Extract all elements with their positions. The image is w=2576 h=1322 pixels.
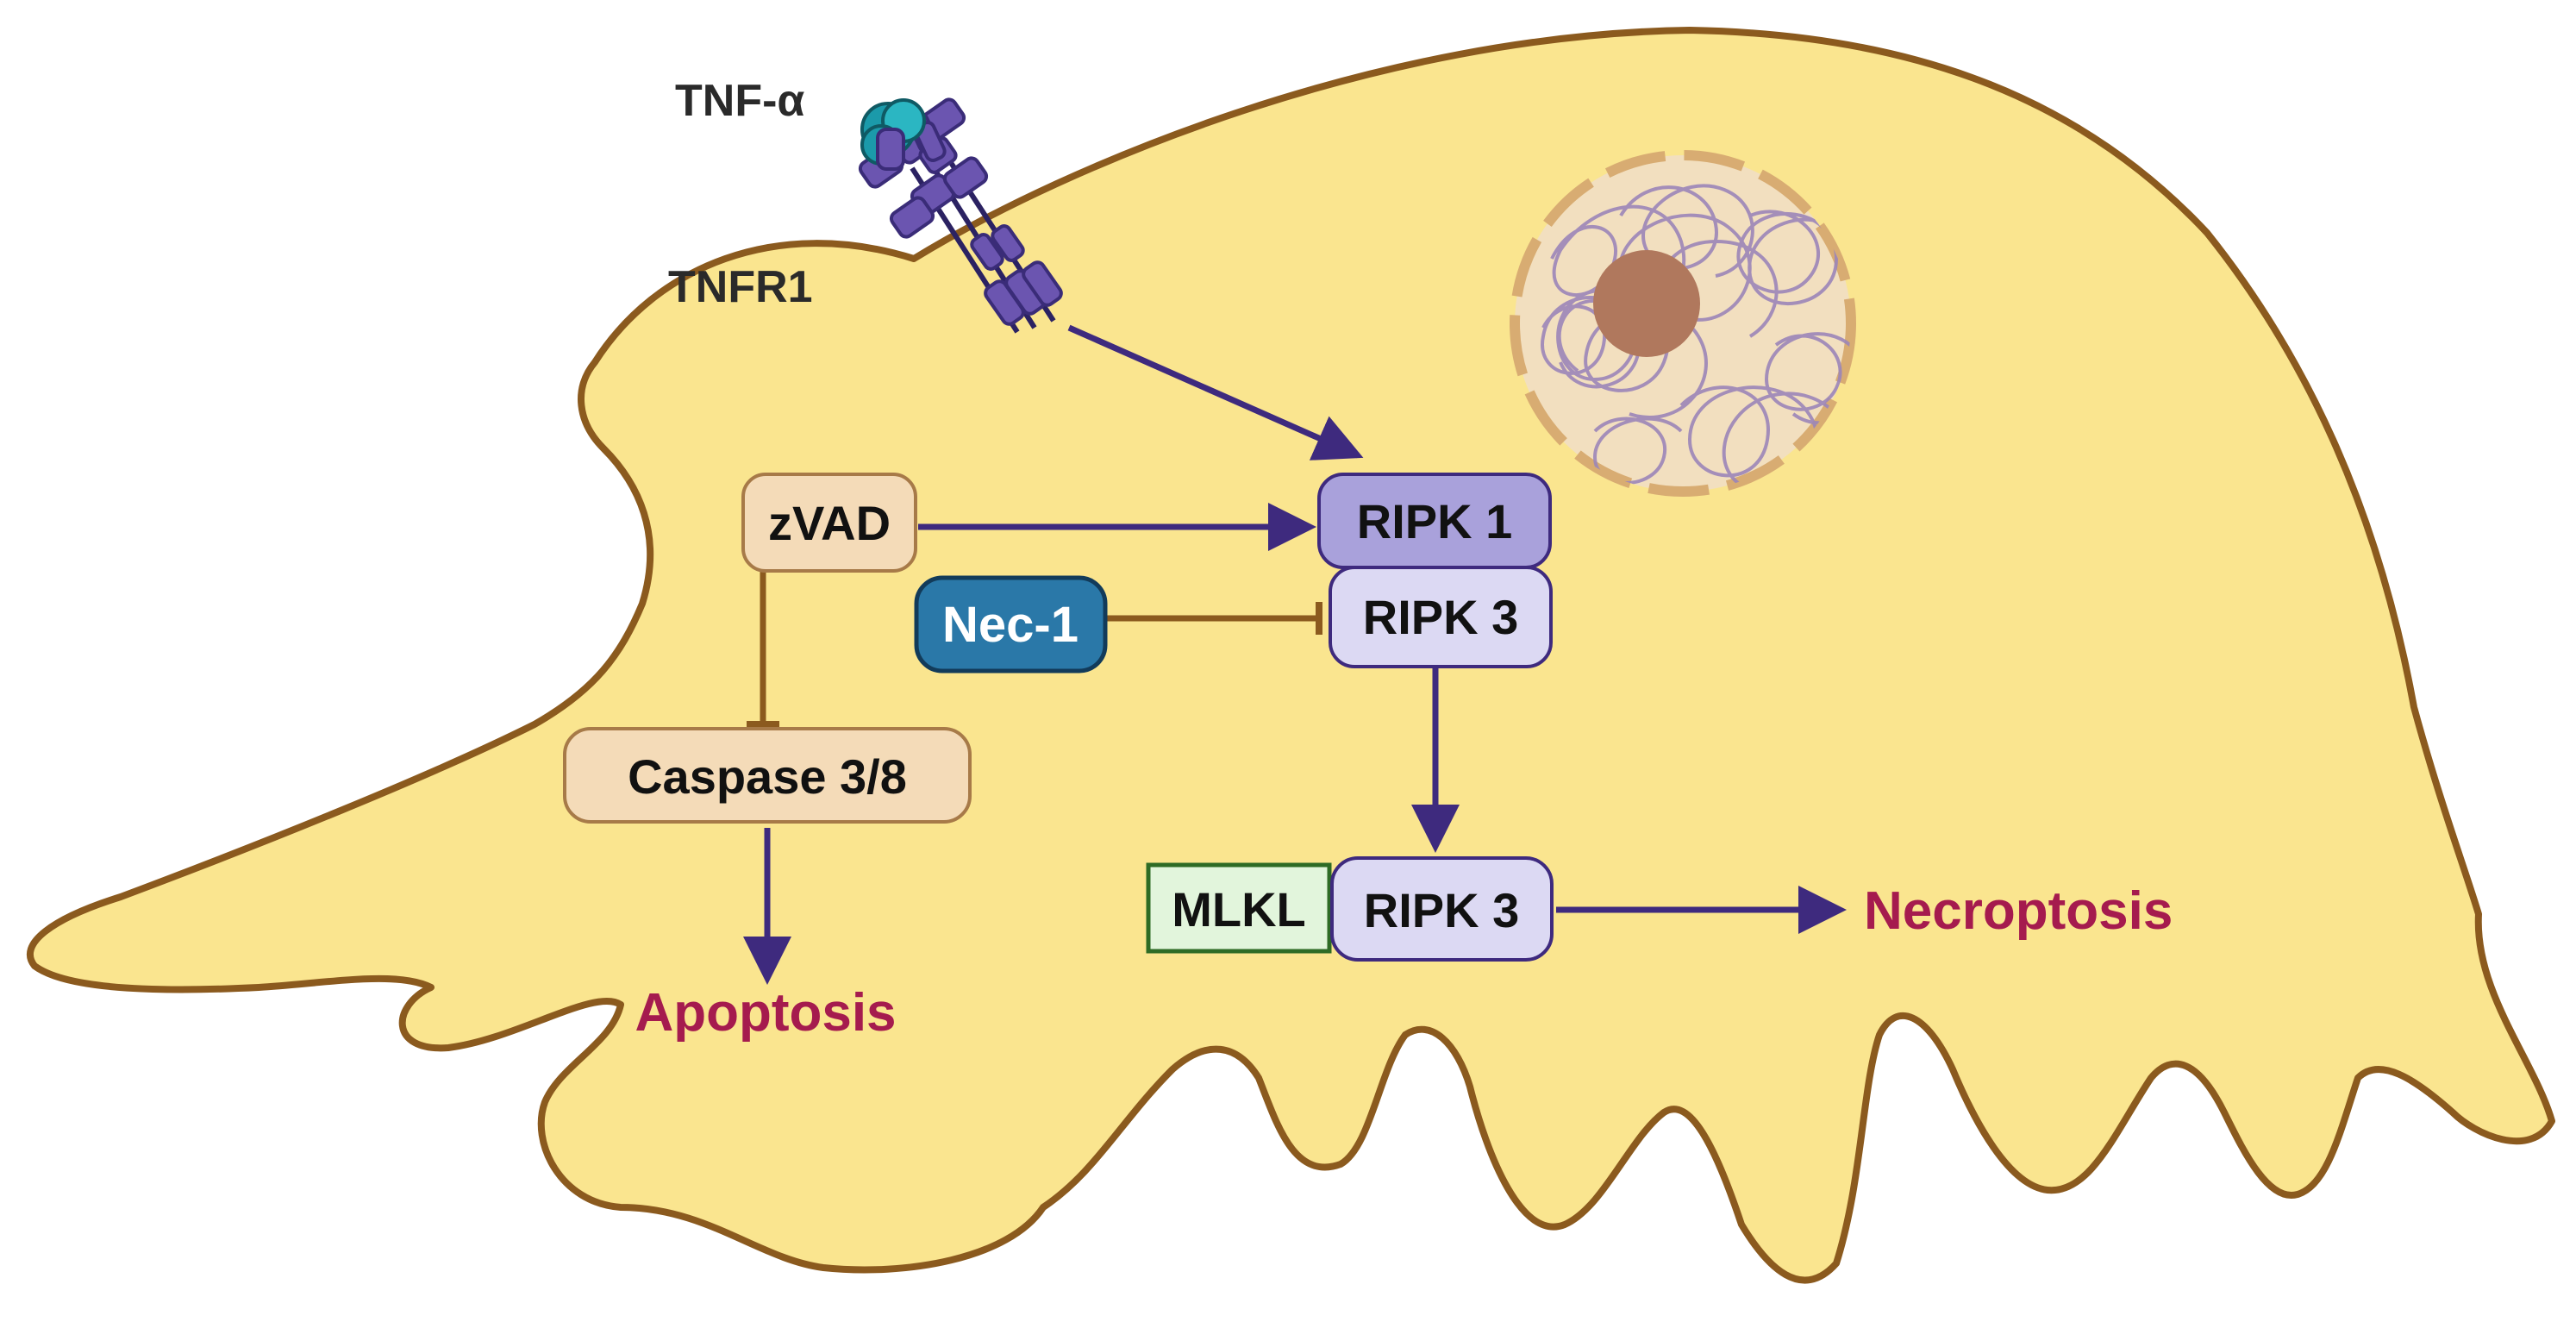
- zvad-label: zVAD: [768, 496, 891, 550]
- node-zvad: zVAD: [741, 473, 917, 573]
- tnfr1-label: TNFR1: [668, 262, 813, 312]
- node-ripk3-upper: RIPK 3: [1329, 566, 1553, 668]
- ripk1-label: RIPK 1: [1357, 494, 1513, 548]
- tnf-alpha-label: TNF-α: [675, 76, 804, 126]
- arrow-tnfr1-to-ripk1: [1067, 324, 1364, 461]
- mlkl-label: MLKL: [1172, 882, 1306, 937]
- connectors: [743, 324, 1847, 985]
- node-ripk1: RIPK 1: [1317, 473, 1552, 569]
- ripk3-upper-label: RIPK 3: [1363, 590, 1519, 644]
- node-caspase: Caspase 3/8: [563, 727, 972, 824]
- nec1-label: Nec-1: [942, 597, 1079, 653]
- caspase-label: Caspase 3/8: [628, 749, 907, 804]
- tnfr1-receptor: [858, 97, 1063, 334]
- node-nec1: Nec-1: [914, 575, 1108, 674]
- apoptosis-label: Apoptosis: [635, 983, 896, 1043]
- ripk3-lower-label: RIPK 3: [1364, 883, 1520, 937]
- nucleus: [1510, 150, 1856, 497]
- tnf-alpha-ligand: [860, 98, 926, 171]
- node-mlkl: MLKL: [1146, 862, 1332, 954]
- node-ripk3-lower: RIPK 3: [1330, 856, 1554, 962]
- necroptosis-label: Necroptosis: [1864, 881, 2173, 941]
- cell-body: [26, 27, 2555, 1284]
- nucleolus: [1593, 250, 1700, 357]
